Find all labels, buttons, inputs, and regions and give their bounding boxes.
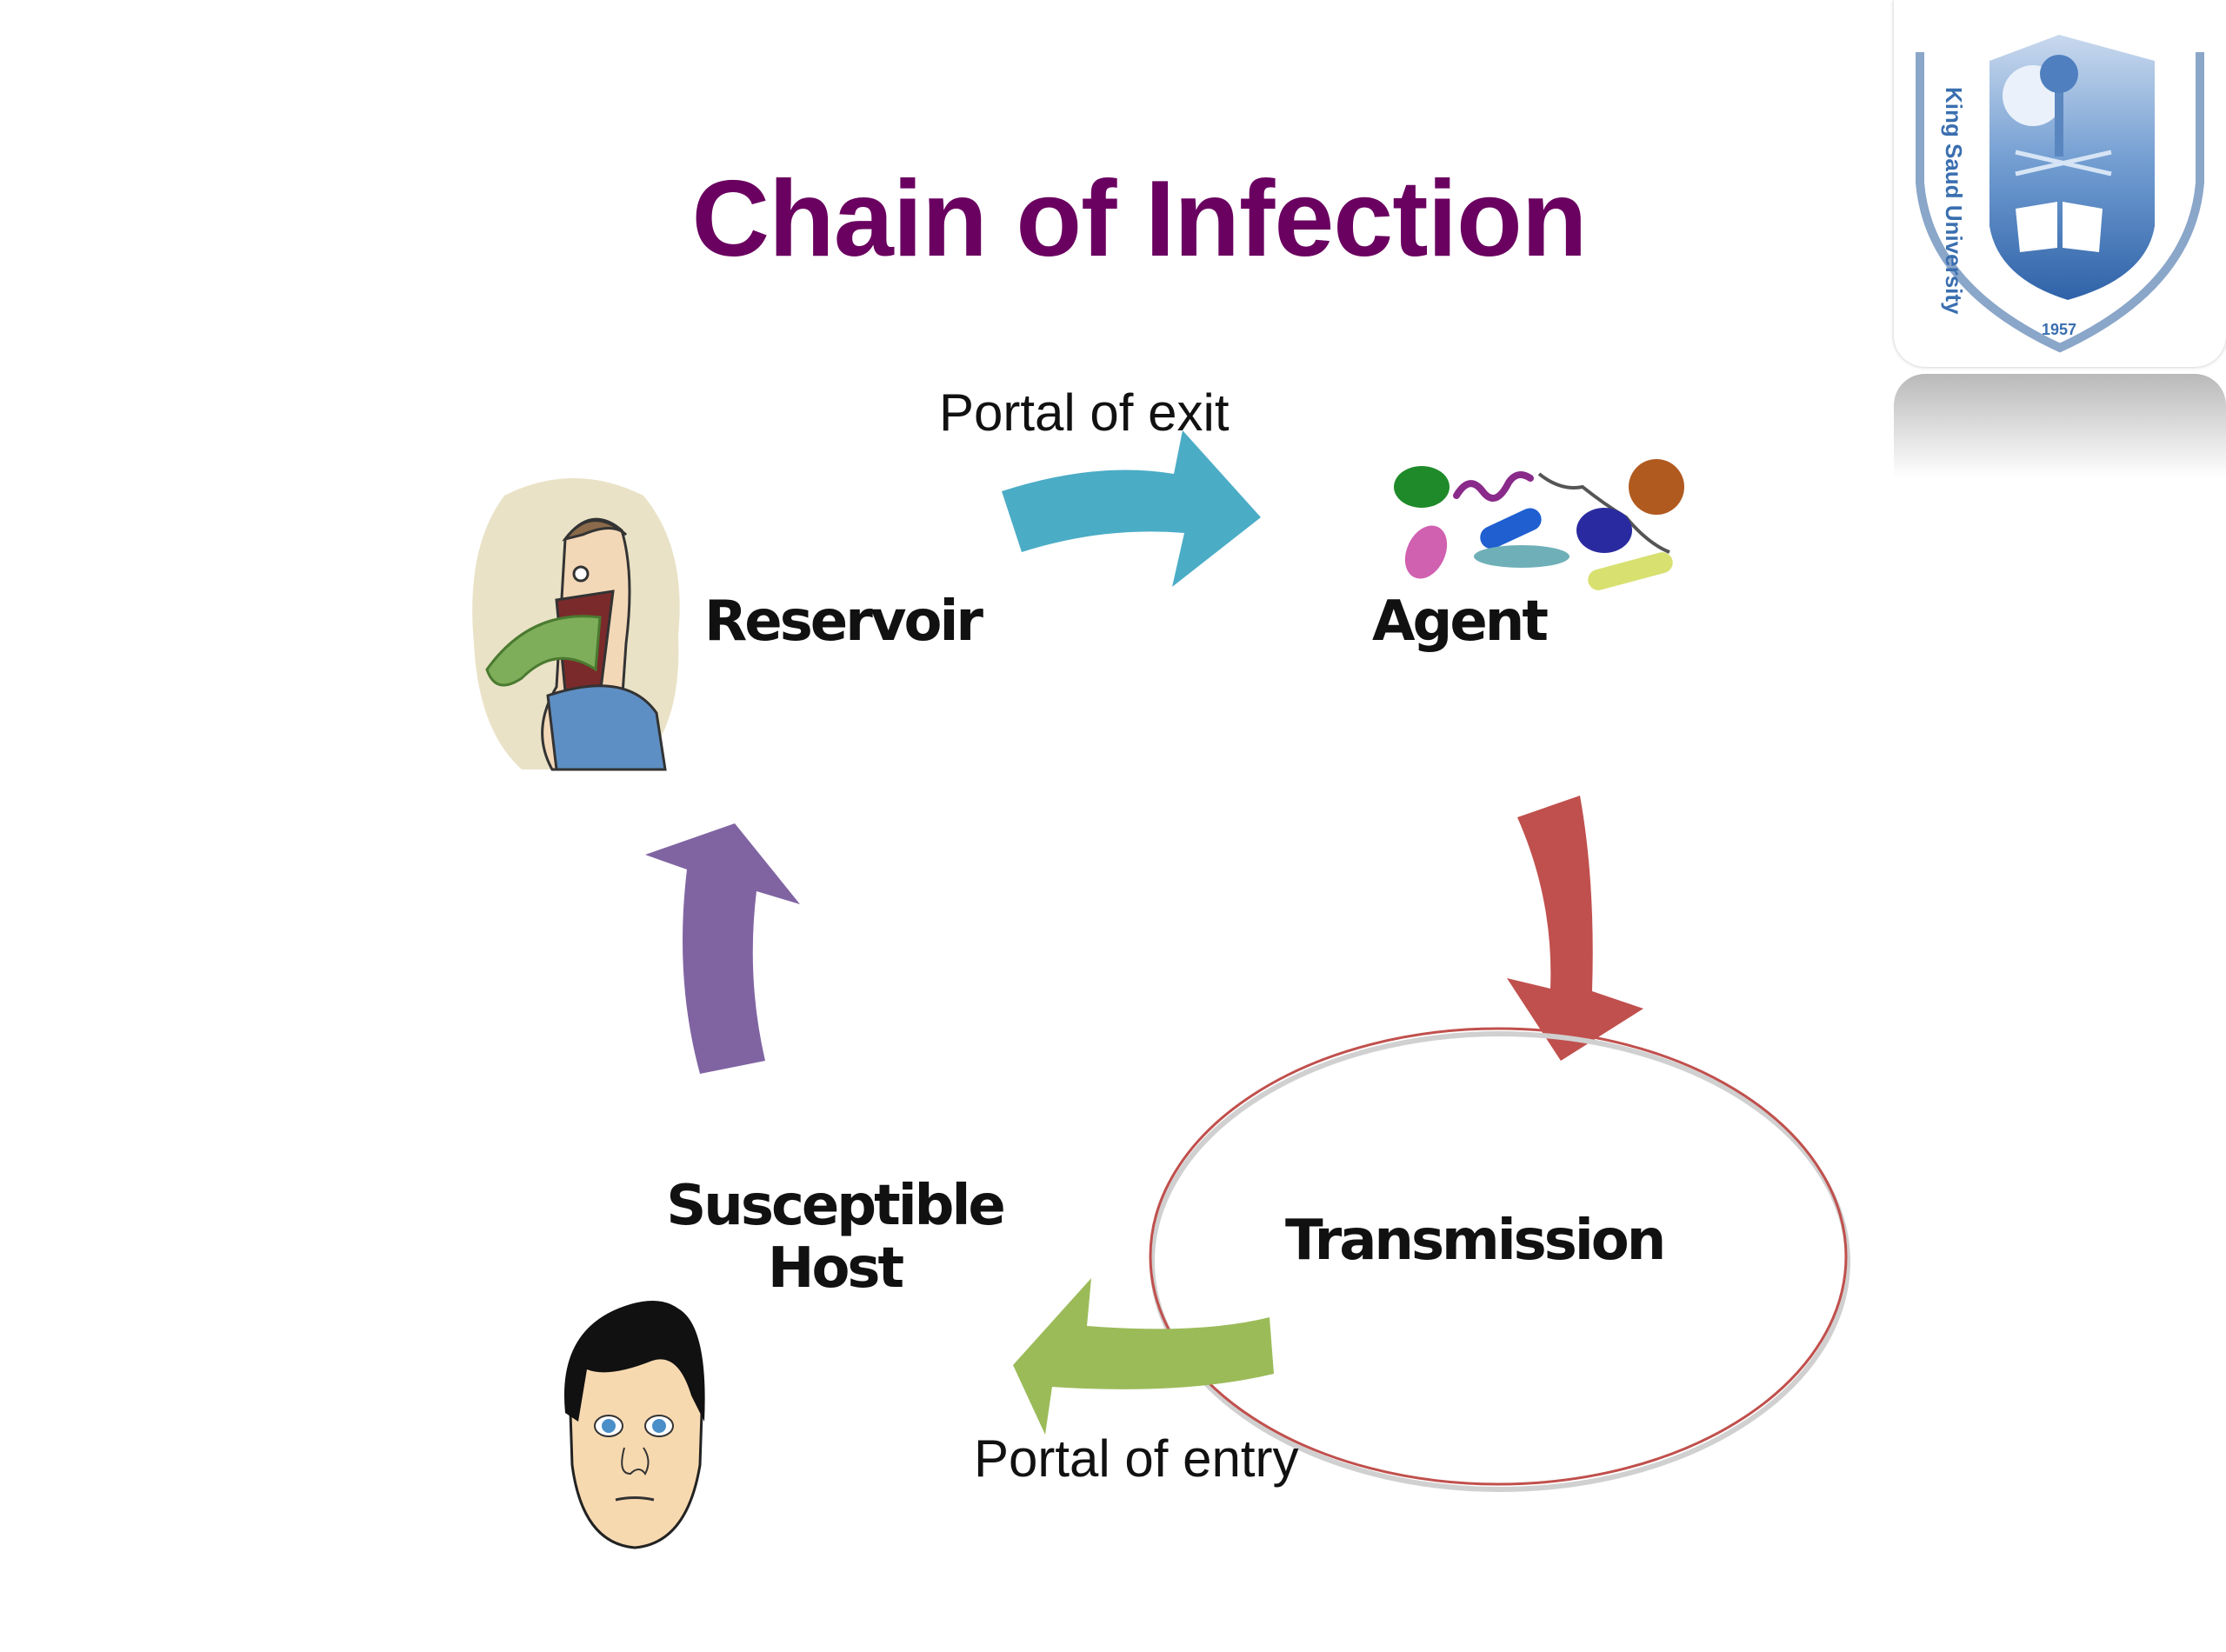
susceptible-host-label: Susceptible Host <box>661 1174 1009 1301</box>
transmission-label: Transmission <box>1285 1209 1666 1273</box>
agent-microbes-illustration <box>1394 459 1684 590</box>
portal-of-exit-arrow <box>1002 430 1261 587</box>
portal-of-entry-arrow <box>1013 1278 1274 1435</box>
logo-reflection <box>1894 374 2226 478</box>
slide-title: Chain of Infection <box>691 159 1587 279</box>
susceptible-host-label-line2: Host <box>767 1236 904 1301</box>
reservoir-illustration <box>472 478 680 771</box>
university-logo: King Saud University 1957 <box>1894 0 2226 367</box>
agent-label: Agent <box>1372 590 1549 654</box>
logo-text: King Saud University <box>1941 87 1967 315</box>
portal-of-exit-label: Portal of exit <box>939 383 1230 442</box>
transmission-highlight-ellipse <box>1149 1027 1850 1492</box>
logo-year: 1957 <box>2042 321 2076 338</box>
shield-icon: King Saud University 1957 <box>1916 35 2204 353</box>
agent-to-transmission-arrow <box>1507 796 1643 1061</box>
portal-of-entry-label: Portal of entry <box>974 1429 1299 1488</box>
susceptible-host-face-illustration <box>563 1301 705 1549</box>
susceptible-host-label-line1: Susceptible <box>666 1174 1006 1238</box>
reservoir-label: Reservoir <box>704 590 983 654</box>
host-to-reservoir-arrow <box>645 823 800 1074</box>
